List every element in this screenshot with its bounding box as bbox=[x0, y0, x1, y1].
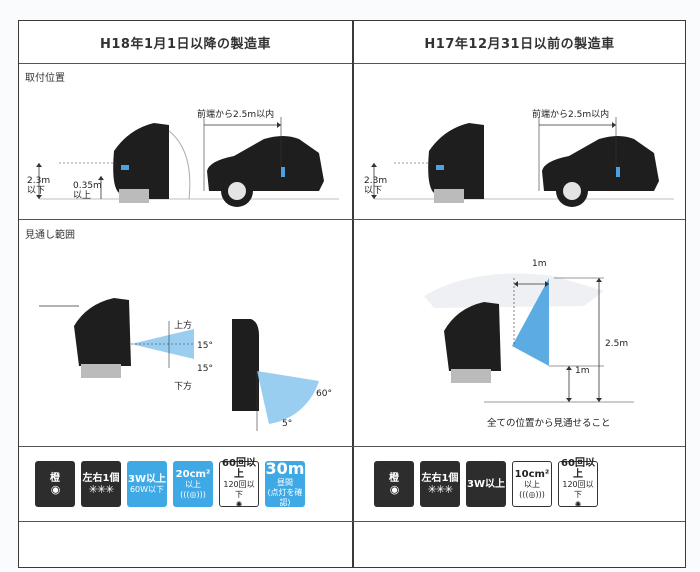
spec-icon-sublabel: ✳✳✳ bbox=[88, 482, 115, 496]
spec-icon-label: 20cm² bbox=[175, 468, 211, 480]
row-divider-visibility bbox=[19, 446, 685, 448]
row-divider-icons bbox=[19, 521, 685, 523]
spec-icon-note: (((◎))) bbox=[519, 489, 545, 499]
height-max-value: 2.3m bbox=[364, 176, 388, 186]
car-front-view-left bbox=[113, 123, 191, 203]
spec-icon-sublabel: 120回以下 bbox=[562, 480, 594, 499]
spec-icon-sublabel: ◉ bbox=[50, 482, 61, 496]
spec-icon-note: ✺ bbox=[235, 500, 243, 509]
spec-icon: 左右1個✳✳✳ bbox=[81, 461, 121, 507]
mounting-diagram-right bbox=[371, 117, 674, 207]
spec-icon: 左右1個✳✳✳ bbox=[420, 461, 460, 507]
car-top-beam-left bbox=[232, 319, 319, 431]
section-label-visibility: 見通し範囲 bbox=[25, 230, 75, 241]
spec-icon-value: 30m bbox=[265, 459, 305, 478]
visible-area bbox=[512, 278, 549, 366]
spec-icon-label: 10cm² bbox=[514, 468, 550, 480]
spec-icon-sublabel: 60W以下 bbox=[129, 484, 165, 494]
section-label-mounting: 取付位置 bbox=[25, 73, 65, 84]
downward-label: 下方 bbox=[174, 382, 193, 392]
spec-icon-label: 3W以上 bbox=[128, 473, 166, 485]
front-distance-label-left: 前端から2.5m以内 bbox=[197, 110, 275, 120]
spec-icon-sublabel: 以上 bbox=[524, 479, 540, 489]
spec-icon-label: 60回以上 bbox=[561, 458, 595, 480]
column-divider bbox=[352, 21, 354, 567]
mounting-diagram-left bbox=[36, 117, 339, 207]
visibility-diagram-left bbox=[39, 298, 319, 431]
height-max-value: 2.3m bbox=[27, 176, 51, 186]
spec-icon: 橙◉ bbox=[35, 461, 75, 507]
spec-icon-sublabel: 120回以下 bbox=[223, 480, 255, 499]
visibility-height-label: 2.5m bbox=[605, 339, 629, 349]
front-distance-label-right: 前端から2.5m以内 bbox=[532, 110, 610, 120]
visibility-caption: 全ての位置から見通せること bbox=[487, 418, 611, 429]
comparison-table: H18年1月1日以降の製造車 H17年12月31日以前の製造車 取付位置 bbox=[18, 20, 686, 568]
spec-icon-label: 3W以上 bbox=[467, 478, 505, 490]
spec-icon-label: 60回以上 bbox=[222, 458, 256, 480]
angle-rear-label: 5° bbox=[282, 419, 293, 429]
spec-icon-note: (((◎))) bbox=[180, 489, 206, 499]
spec-icon-label: 左右1個 bbox=[82, 472, 120, 484]
car-front-beam-left bbox=[39, 298, 194, 378]
spec-icon-sublabel: ✳✳✳ bbox=[427, 482, 454, 496]
height-min-value: 0.35m bbox=[73, 181, 102, 191]
car-side-view-right bbox=[542, 136, 659, 207]
car-front-view-right bbox=[428, 123, 484, 203]
visibility-height-low-label: 1m bbox=[575, 366, 590, 376]
spec-icon-note: (点灯を確認) bbox=[267, 488, 303, 507]
height-max-unit: 以下 bbox=[364, 186, 383, 196]
spec-icon-sublabel: 以上 bbox=[185, 479, 201, 489]
spec-icon: 橙◉ bbox=[374, 461, 414, 507]
car-front-visibility-right bbox=[444, 302, 501, 383]
spec-icon-sublabel: ◉ bbox=[389, 482, 400, 496]
visibility-width-label: 1m bbox=[532, 259, 547, 269]
angle-side-label: 60° bbox=[316, 389, 332, 399]
upward-label: 上方 bbox=[174, 321, 193, 331]
spec-icon-label: 橙 bbox=[389, 472, 399, 484]
spec-icon-label: 左右1個 bbox=[421, 472, 459, 484]
height-min-label-left: 0.35m 以上 bbox=[73, 181, 102, 201]
height-max-unit: 以下 bbox=[27, 186, 46, 196]
height-min-unit: 以上 bbox=[73, 191, 92, 201]
visibility-diagram-right bbox=[424, 273, 634, 403]
angle-down-label: 15° bbox=[197, 364, 213, 374]
row-divider-mounting bbox=[19, 219, 685, 221]
angle-up-label: 15° bbox=[197, 341, 213, 351]
header-left: H18年1月1日以降の製造車 bbox=[99, 36, 272, 52]
spec-icon-note: ✺ bbox=[574, 500, 582, 509]
header-right: H17年12月31日以前の製造車 bbox=[424, 36, 615, 52]
height-max-label-right: 2.3m 以下 bbox=[364, 176, 387, 196]
height-max-label-left: 2.3m 以下 bbox=[27, 176, 50, 196]
spec-icon: 3W以上 bbox=[466, 461, 506, 507]
spec-icon-sublabel: 昼間 bbox=[277, 478, 293, 487]
spec-icon-label: 橙 bbox=[50, 472, 60, 484]
car-side-view-left bbox=[207, 136, 324, 207]
